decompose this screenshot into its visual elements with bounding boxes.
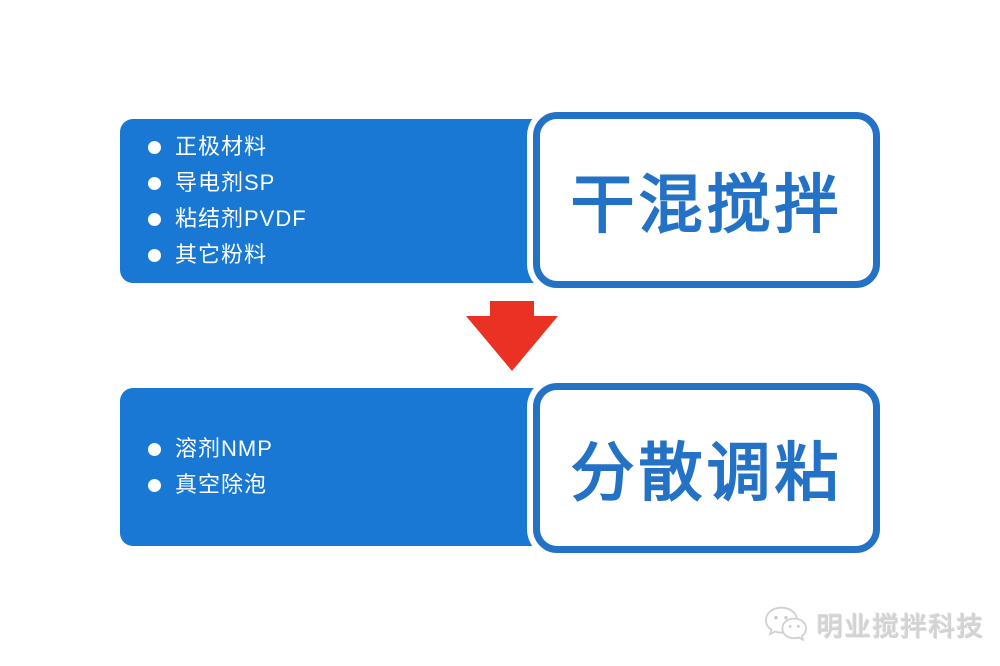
step1-title-card: 干混搅拌	[533, 112, 880, 288]
wechat-icon	[764, 606, 808, 642]
bullet-dot-icon	[148, 248, 161, 262]
watermark-text: 明业搅拌科技	[817, 611, 986, 642]
bullet-dot-icon	[148, 176, 161, 190]
bullet-dot-icon	[148, 212, 161, 226]
ingredient-label: 真空除泡	[175, 472, 268, 497]
bullet-dot-icon	[148, 478, 161, 492]
step2-title-card: 分散调粘	[533, 383, 880, 553]
watermark: 明业搅拌科技	[763, 604, 985, 646]
list-item: 正极材料	[148, 129, 307, 165]
step2-ingredient-list: 溶剂NMP 真空除泡	[120, 431, 273, 503]
ingredient-label: 粘结剂PVDF	[175, 206, 307, 231]
list-item: 导电剂SP	[148, 165, 307, 201]
ingredient-label: 导电剂SP	[175, 170, 276, 195]
list-item: 真空除泡	[148, 467, 273, 503]
list-item: 溶剂NMP	[148, 431, 273, 467]
list-item: 粘结剂PVDF	[148, 201, 307, 237]
step1-title: 干混搅拌	[570, 169, 843, 241]
bullet-dot-icon	[148, 140, 161, 154]
bullet-dot-icon	[148, 442, 161, 456]
ingredient-label: 其它粉料	[175, 242, 268, 267]
ingredient-label: 溶剂NMP	[175, 436, 273, 461]
step2-title: 分散调粘	[570, 437, 843, 509]
step1-ingredient-list: 正极材料 导电剂SP 粘结剂PVDF 其它粉料	[120, 129, 307, 273]
ingredient-label: 正极材料	[175, 134, 268, 159]
arrow-down-icon	[466, 301, 558, 371]
list-item: 其它粉料	[148, 237, 307, 273]
